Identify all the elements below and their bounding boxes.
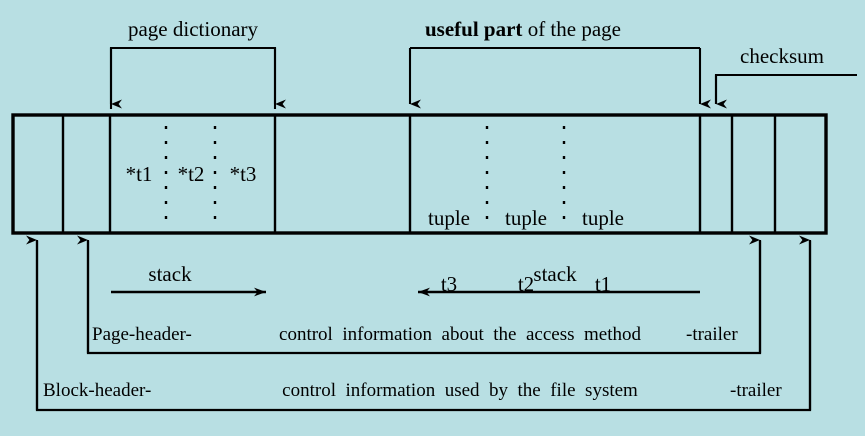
- dictionary-entry-1: *t2: [177, 162, 205, 186]
- tuple-1-line2: t2: [517, 272, 535, 297]
- label-stack-left: stack: [148, 262, 192, 286]
- label-page-trailer: -trailer: [686, 324, 738, 345]
- bracket-useful-part: [408, 46, 711, 109]
- label-page-header: Page-header-: [92, 324, 192, 345]
- label-block-description: control information used by the file sys…: [282, 380, 638, 401]
- label-block-trailer: -trailer: [730, 380, 782, 401]
- tuple-0-line1: tuple: [428, 206, 470, 231]
- tuple-2-line1: tuple: [582, 206, 624, 231]
- tuple-2: tuple t1: [565, 163, 641, 339]
- tuple-2-line2: t1: [594, 272, 612, 297]
- label-useful-part-bold: useful part: [425, 17, 523, 41]
- tuple-1-line1: tuple: [505, 206, 547, 231]
- label-checksum: checksum: [740, 44, 824, 68]
- bracket-page-dictionary: [109, 46, 286, 109]
- dictionary-entry-2: *t3: [229, 162, 257, 186]
- label-page-dictionary: page dictionary: [127, 17, 259, 41]
- tuple-1: tuple t2: [488, 163, 564, 339]
- label-block-header: Block-header-: [43, 380, 152, 401]
- tuple-0: tuple t3: [411, 163, 487, 339]
- pointer-checksum: [714, 73, 857, 109]
- label-useful-part: useful part of the page: [425, 18, 715, 40]
- tuple-0-line2: t3: [440, 272, 458, 297]
- label-page-description: control information about the access met…: [279, 324, 641, 345]
- dictionary-entry-0: *t1: [125, 162, 153, 186]
- label-useful-part-rest: of the page: [522, 17, 621, 41]
- label-stack-right: stack: [533, 262, 577, 286]
